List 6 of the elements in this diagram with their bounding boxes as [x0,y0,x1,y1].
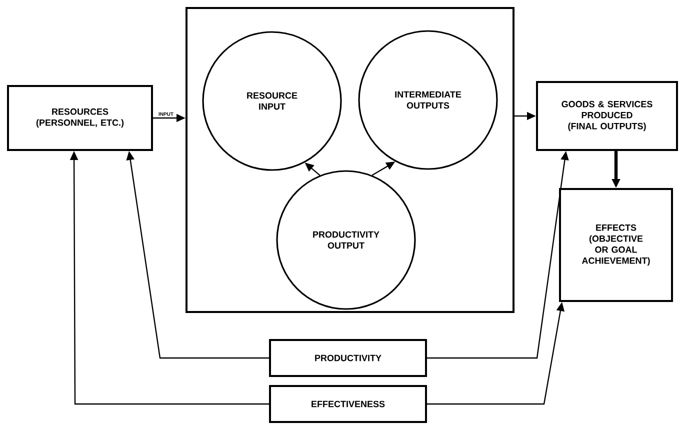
process-box: EFFECTIVENESS [269,385,427,423]
process-box: PRODUCTIVITY [269,339,427,377]
process-box: RESOURCES (PERSONNEL, ETC.) [7,85,153,151]
process-box: EFFECTS (OBJECTIVE OR GOAL ACHIEVEMENT) [559,188,673,302]
process-box: GOODS & SERVICES PRODUCED (FINAL OUTPUTS) [536,81,678,151]
frame-box [186,7,514,313]
